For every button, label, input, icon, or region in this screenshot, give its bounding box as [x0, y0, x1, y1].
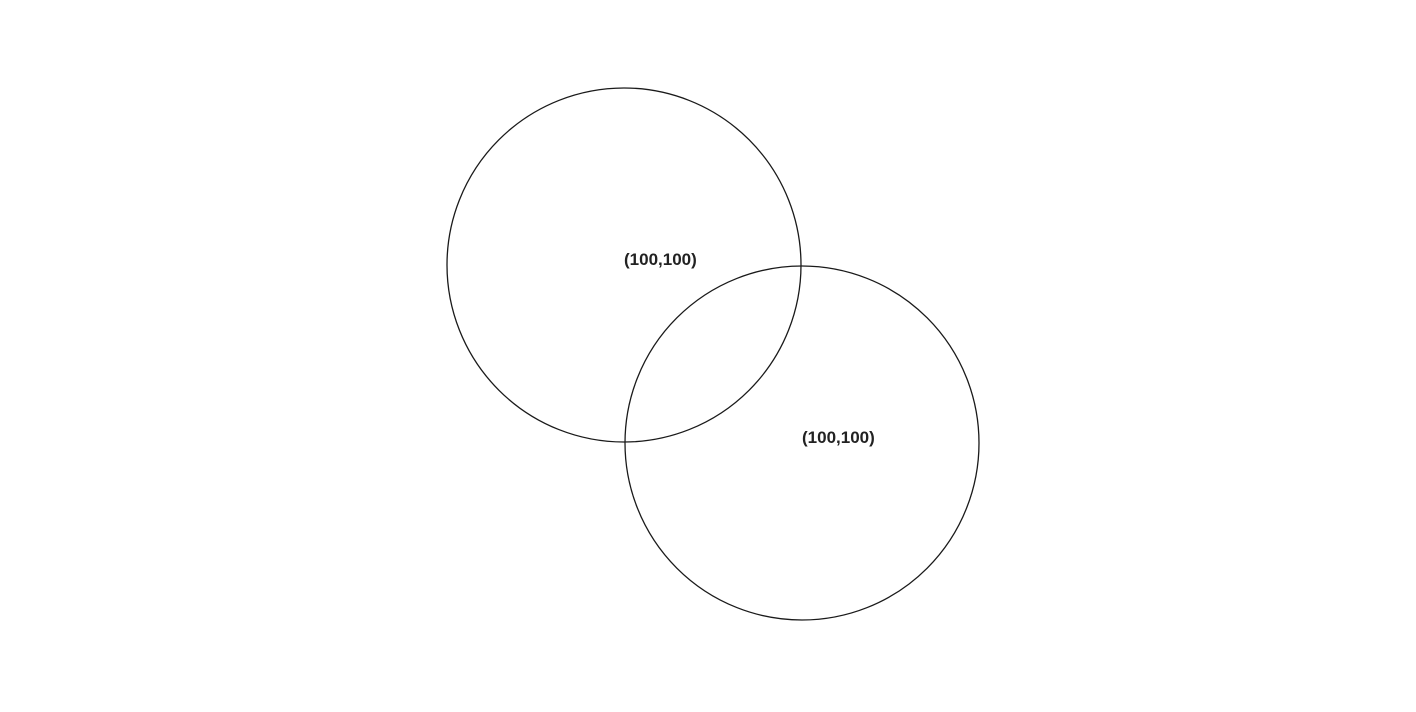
circle-2-label: (100,100) [802, 428, 875, 447]
circle-2 [624, 265, 980, 621]
circle-group-2: (100,100) [624, 265, 980, 621]
circle-group-1: (100,100) [446, 87, 802, 443]
circle-1 [446, 87, 802, 443]
circle-1-label: (100,100) [624, 250, 697, 269]
